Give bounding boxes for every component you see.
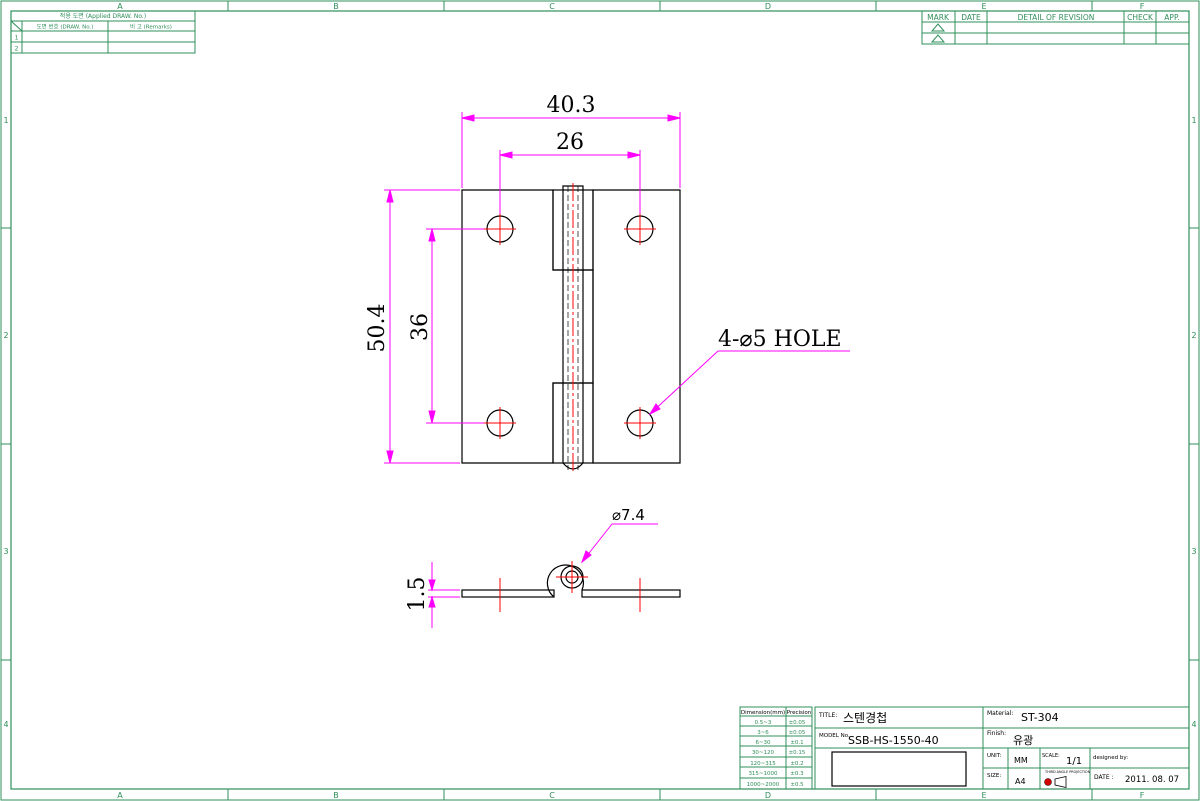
- right-leaf-outline: [592, 189, 681, 464]
- tolerance-prec-4: ±0.15: [789, 750, 806, 756]
- dimension-lines-front: [384, 112, 850, 464]
- zone-col-c-top: C: [549, 2, 555, 11]
- applied-table-row-2: 2: [15, 46, 19, 53]
- applied-table-col-remarks: 비 고 (Remarks): [130, 23, 172, 31]
- projection-label: THIRD ANGLE PROJECTION: [1044, 770, 1091, 774]
- material-label: Material:: [987, 710, 1013, 717]
- zone-row-1-right: 1: [1191, 116, 1196, 125]
- tolerance-prec-6: ±0.3: [790, 771, 804, 777]
- tolerance-dim-2: 3~6: [757, 730, 769, 736]
- zone-col-f-bottom: F: [1140, 791, 1145, 800]
- dim-hole-spacing-x: 26: [556, 130, 584, 155]
- side-left-leaf: [461, 589, 555, 598]
- revision-table: MARK DATE DETAIL OF REVISION CHECK APP.: [921, 10, 1190, 45]
- tolerance-dim-5: 120~315: [750, 761, 776, 767]
- tolerance-prec-3: ±0.1: [790, 740, 803, 746]
- applied-table-row-1: 1: [15, 35, 19, 42]
- third-angle-projection-icon: [1044, 775, 1067, 789]
- tolerance-dim-4: 30~120: [752, 750, 775, 756]
- revision-header-date: DATE: [961, 13, 981, 22]
- hinge-side-view: [461, 561, 681, 612]
- tolerance-table: Dimension(mm) Precision 0.5~3 ±0.05 3~6 …: [739, 706, 813, 790]
- title-label: TITLE:: [818, 712, 837, 719]
- unit-value: MM: [1014, 756, 1028, 765]
- zone-col-e-top: E: [981, 2, 986, 11]
- model-value: SSB-HS-1550-40: [848, 734, 939, 747]
- tolerance-header-prec: Precision: [787, 710, 812, 716]
- zone-col-b-bottom: B: [333, 791, 339, 800]
- tolerance-prec-5: ±0.2: [790, 761, 803, 767]
- dim-width-overall: 40.3: [547, 93, 596, 118]
- title-block: TITLE: 스텐경첩 MODEL No. SSB-HS-1550-40 Mat…: [814, 706, 1190, 790]
- dim-hole-note: 4-⌀5 HOLE: [718, 327, 842, 352]
- zone-row-4-right: 4: [1191, 720, 1196, 729]
- zone-row-2-right: 2: [1191, 331, 1196, 340]
- zone-row-3-right: 3: [1191, 547, 1196, 556]
- revision-triangle-icon: [930, 23, 946, 32]
- tolerance-prec-7: ±0.5: [790, 782, 804, 788]
- zone-col-e-bottom: E: [981, 791, 986, 800]
- zone-row-2-left: 2: [3, 331, 8, 340]
- zone-row-3-left: 3: [3, 547, 8, 556]
- finish-label: Finish:: [987, 730, 1006, 737]
- inner-border: [10, 10, 1190, 790]
- zone-col-d-bottom: D: [765, 791, 771, 800]
- material-value: ST-304: [1021, 711, 1059, 724]
- hinge-front-view: [461, 183, 681, 474]
- zone-col-f-top: F: [1140, 2, 1145, 11]
- size-label: SIZE:: [987, 773, 1001, 779]
- tolerance-prec-2: ±0.05: [789, 730, 806, 736]
- zone-col-a-top: A: [117, 2, 123, 11]
- zone-row-4-left: 4: [3, 720, 8, 729]
- revision-header-detail: DETAIL OF REVISION: [1018, 13, 1095, 22]
- zone-col-a-bottom: A: [117, 791, 123, 800]
- title-value: 스텐경첩: [843, 711, 887, 725]
- date-value: 2011. 08. 07: [1125, 775, 1179, 785]
- zone-col-d-top: D: [765, 2, 771, 11]
- designed-label: designed by:: [1093, 755, 1128, 761]
- revision-header-mark: MARK: [927, 13, 950, 22]
- applied-table-header: 적용 도면 (Applied DRAW. No.): [60, 12, 146, 20]
- revision-header-check: CHECK: [1127, 13, 1154, 22]
- zone-row-1-left: 1: [3, 116, 8, 125]
- zone-col-c-bottom: C: [549, 791, 555, 800]
- revision-header-app: APP.: [1164, 13, 1179, 22]
- dim-thickness: 1.5: [405, 577, 430, 612]
- applied-table-col-draw: 도면 번호 (DRAW. No.): [37, 23, 94, 31]
- applied-drawing-table: 적용 도면 (Applied DRAW. No.) 도면 번호 (DRAW. N…: [10, 10, 196, 54]
- zone-col-b-top: B: [333, 2, 339, 11]
- dim-hole-spacing-y: 36: [408, 313, 433, 341]
- finish-value: 유광: [1013, 734, 1033, 747]
- tolerance-dim-1: 0.5~3: [755, 720, 772, 726]
- tolerance-dim-3: 6~30: [755, 740, 771, 746]
- dim-pin-diameter: ⌀7.4: [612, 506, 645, 524]
- scale-value: 1/1: [1066, 756, 1082, 767]
- revision-triangle-icon: [930, 34, 946, 43]
- dim-height-overall: 50.4: [365, 304, 390, 353]
- size-value: A4: [1015, 777, 1026, 786]
- tolerance-dim-6: 315~1000: [748, 771, 778, 777]
- side-knuckle-outer: [546, 564, 584, 598]
- scale-label: SCALE:: [1042, 753, 1060, 759]
- unit-label: UNIT:: [987, 753, 1002, 759]
- tolerance-dim-7: 1000~2000: [747, 782, 780, 788]
- dimension-lines-side: [428, 523, 658, 628]
- tolerance-prec-1: ±0.05: [789, 720, 806, 726]
- logo-box: [831, 751, 967, 787]
- tolerance-header-dim: Dimension(mm): [741, 710, 785, 716]
- model-label: MODEL No.: [819, 733, 850, 739]
- date-label: DATE :: [1094, 774, 1114, 781]
- side-right-leaf: [581, 589, 681, 598]
